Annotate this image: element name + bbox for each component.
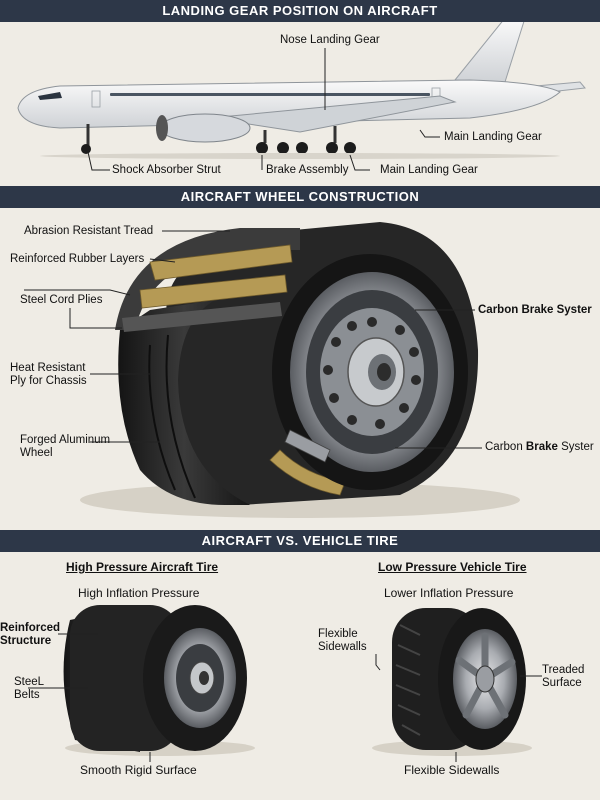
label-flexible-sidewalls-side: Flexible Sidewalls — [318, 628, 367, 654]
label-low-pressure-vehicle-tire: Low Pressure Vehicle Tire — [378, 560, 527, 574]
label-carbon-brake-system-top: Carbon Brake Syster — [478, 304, 592, 316]
label-reinforced-line1: Reinforced — [0, 622, 61, 634]
label-forged-aluminum-wheel: Forged Aluminum Wheel — [20, 434, 110, 460]
section-banner-comparison: AIRCRAFT VS. VEHICLE TIRE — [0, 530, 600, 552]
label-reinforced-structure: Reinforced Structure — [0, 622, 60, 648]
label-steel-line2: Belts — [14, 689, 40, 701]
aircraft-illustration — [17, 17, 586, 159]
label-brake-bottom-part-a: Carbon — [485, 441, 526, 453]
vehicle-tire-illustration — [372, 608, 532, 756]
label-brake-bottom-part-c: Syster — [557, 441, 594, 453]
wheel-leader-lines — [24, 230, 482, 449]
label-steel-line1: SteeL — [14, 676, 45, 688]
label-treaded-surface: Treaded Surface — [542, 664, 584, 690]
label-steel-cord-plies: Steel Cord Plies — [20, 294, 103, 306]
label-reinforced-rubber-layers: Reinforced Rubber Layers — [10, 253, 145, 265]
label-heat-resistant-line1: Heat Resistant — [10, 362, 86, 374]
section-banner-landing-gear: LANDING GEAR POSITION ON AIRCRAFT — [0, 0, 600, 22]
label-high-pressure-aircraft-tire: High Pressure Aircraft Tire — [66, 560, 219, 574]
label-flexible-line1: Flexible — [318, 628, 358, 640]
label-heat-resistant-ply: Heat Resistant Ply for Chassis — [10, 362, 87, 388]
label-brake-bottom-part-b: Brake — [525, 441, 558, 453]
label-nose-landing-gear: Nose Landing Gear — [280, 34, 380, 46]
label-reinforced-line2: Structure — [0, 635, 52, 647]
label-smooth-rigid-surface: Smooth Rigid Surface — [80, 763, 197, 777]
label-lower-inflation-pressure: Lower Inflation Pressure — [384, 586, 514, 600]
aircraft-tire-illustration — [63, 605, 255, 756]
label-treaded-line1: Treaded — [542, 664, 585, 676]
label-abrasion-resistant-tread: Abrasion Resistant Tread — [24, 225, 154, 237]
label-forged-line2: Wheel — [20, 447, 53, 459]
label-heat-resistant-line2: Ply for Chassis — [10, 375, 87, 387]
label-brake-assembly: Brake Assembly — [266, 164, 349, 176]
label-high-inflation-pressure: High Inflation Pressure — [78, 586, 200, 600]
label-forged-line1: Forged Aluminum — [20, 434, 111, 446]
label-main-landing-gear-bottom: Main Landing Gear — [380, 164, 478, 176]
comparison-leader-lines — [28, 633, 542, 762]
section-banner-wheel-construction: AIRCRAFT WHEEL CONSTRUCTION — [0, 186, 600, 208]
label-main-landing-gear-right: Main Landing Gear — [444, 131, 542, 143]
label-flexible-line2: Sidewalls — [318, 641, 367, 653]
label-carbon-brake-system-bottom: Carbon Brake Syster — [485, 441, 594, 454]
label-treaded-line2: Surface — [542, 677, 582, 689]
label-shock-absorber-strut: Shock Absorber Strut — [112, 164, 221, 176]
label-flexible-sidewalls-bottom: Flexible Sidewalls — [404, 763, 500, 777]
wheel-cutaway-illustration — [80, 222, 520, 518]
cabin-windows — [110, 93, 430, 96]
aircraft-leader-lines — [87, 48, 440, 171]
label-steel-belts: SteeL Belts — [14, 676, 44, 702]
